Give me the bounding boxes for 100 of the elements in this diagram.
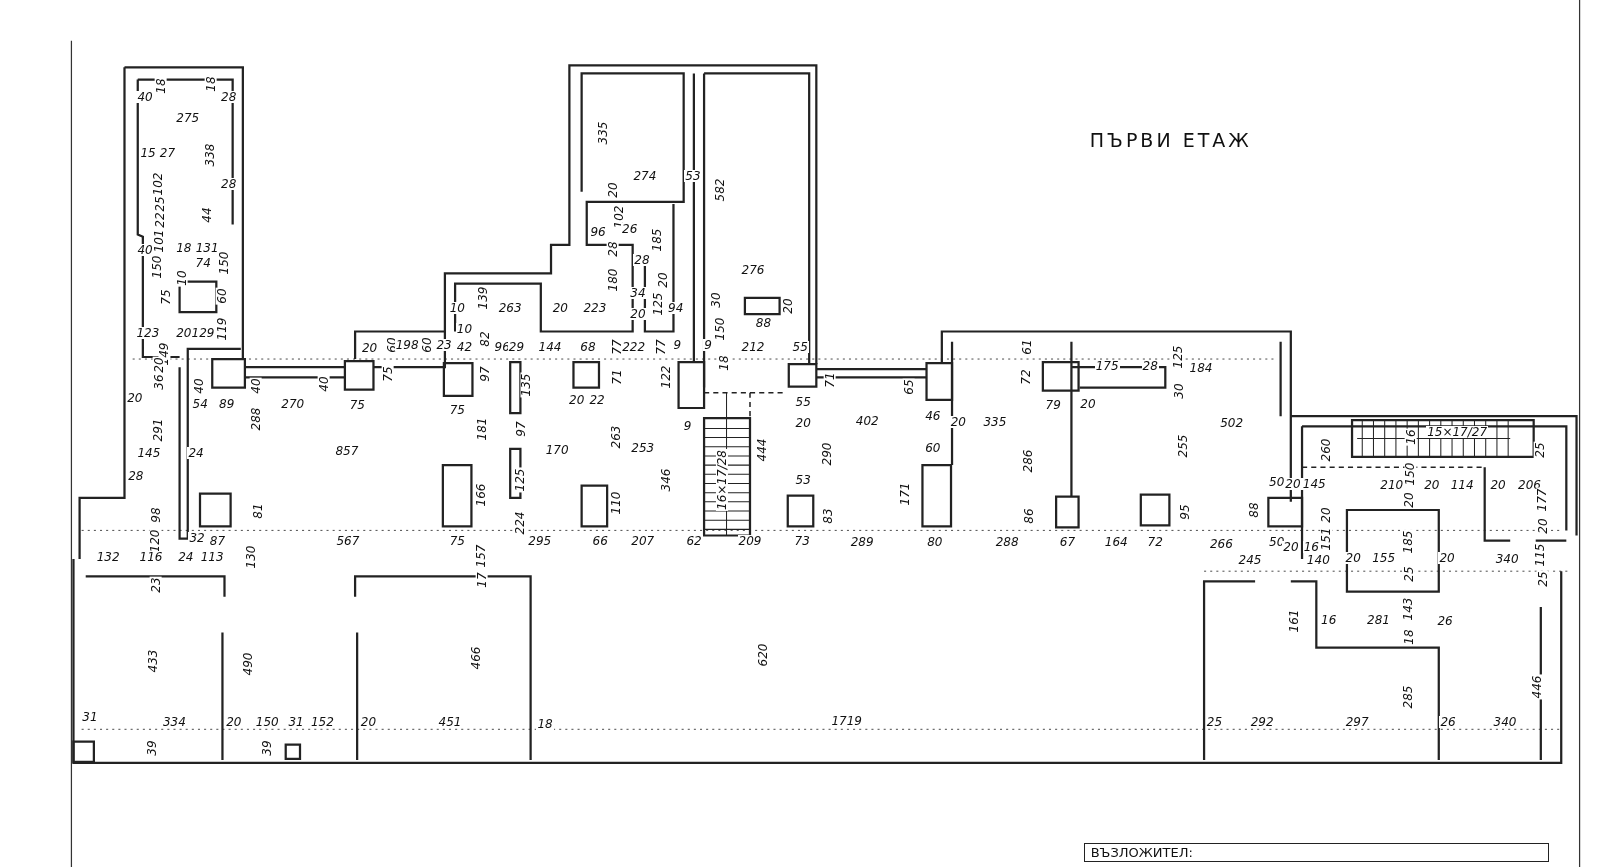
dimension-label: 54 (191, 398, 209, 411)
dimension-label: 60 (215, 287, 228, 305)
dimension-label: 46 (924, 410, 942, 423)
dimension-label: 20 (1423, 478, 1441, 491)
dimension-label: 334 (162, 716, 187, 729)
dimension-label: 20 (1489, 478, 1507, 491)
dimension-label: 185 (651, 227, 664, 253)
dimension-label: 20 (175, 326, 193, 339)
dimension-label: 444 (756, 437, 769, 463)
dimension-label: 40 (317, 375, 330, 393)
dimension-label: 274 (632, 169, 658, 182)
dimension-label: 16 (1404, 428, 1417, 446)
dimension-label: 18 (175, 241, 193, 254)
dimension-label: 18 (536, 718, 554, 731)
dimension-label: 263 (610, 424, 623, 450)
dimension-label: 20 (1438, 552, 1456, 565)
dimension-label: 275 (175, 112, 201, 125)
dimension-label: 9 (672, 338, 683, 351)
dimension-label: 24 (187, 447, 205, 460)
dimension-label: 132 (95, 551, 121, 564)
dimension-label: 25 (1205, 716, 1224, 729)
dimension-label: 20 (629, 308, 647, 321)
dimension-label: 53 (684, 169, 702, 182)
dimension-label: 44 (200, 206, 213, 224)
dimension-label: 96 (589, 225, 607, 238)
dimension-label: 157 (475, 543, 488, 569)
dimension-label: 340 (1494, 553, 1520, 566)
dimension-label: 119 (216, 316, 229, 341)
floor-title: ПЪРВИ ЕТАЖ (1089, 128, 1252, 151)
dimension-label: 28 (220, 90, 238, 103)
dimension-label: 16×17/28 (716, 448, 729, 511)
dimension-label: 502 (1219, 417, 1245, 430)
dimension-label: 75 (448, 404, 466, 417)
dimension-label: 292 (1249, 716, 1275, 729)
dimension-label: 20 (949, 416, 967, 429)
dimension-label: 152 (309, 716, 335, 729)
dimension-label: 88 (754, 317, 773, 330)
dimension-label: 97 (478, 365, 491, 384)
dimension-label: 20 (551, 302, 569, 315)
dimension-label: 20 (1344, 552, 1362, 565)
dimension-label: 212 (740, 340, 766, 353)
dimension-label: 9 (703, 338, 713, 351)
dimension-label: 290 (821, 441, 834, 467)
dimension-label: 131 (194, 241, 220, 254)
dimension-label: 207 (630, 534, 656, 547)
dimension-label: 22 (153, 211, 166, 230)
dimension-label: 433 (147, 648, 159, 674)
dimension-label: 27 (158, 147, 177, 160)
dimension-label: 79 (1044, 399, 1062, 412)
dimension-label: 18 (154, 77, 167, 95)
dimension-label: 30 (1172, 382, 1185, 400)
dimension-label: 20 (126, 391, 144, 404)
dimension-label: 28 (633, 254, 651, 267)
dimension-label: 24 (177, 551, 195, 564)
dimension-label: 101 (153, 228, 166, 254)
dimension-label: 130 (244, 544, 257, 570)
dimension-label: 198 (394, 338, 420, 351)
dimension-label: 20 (225, 716, 243, 729)
title-block: ВЪЗЛОЖИТЕЛ: (1083, 842, 1549, 862)
dimension-label: 116 (138, 551, 164, 564)
dimension-label: 286 (1022, 448, 1035, 474)
dimension-label: 29 (507, 340, 526, 353)
dimension-label: 75 (381, 365, 394, 384)
dimension-label: 466 (470, 645, 483, 671)
dimension-label: 260 (1320, 437, 1333, 463)
dimension-label: 567 (335, 534, 361, 547)
dimension-label: 31 (287, 716, 305, 729)
dimension-label: 177 (1536, 487, 1549, 513)
dimension-label: 402 (854, 415, 880, 428)
dimension-label: 89 (218, 398, 236, 411)
dimension-label: 77 (654, 338, 667, 356)
dimension-label: 181 (476, 416, 489, 441)
dimension-label: 161 (1288, 608, 1301, 634)
dimension-label: 20 (1319, 506, 1332, 524)
dimension-label: 31 (81, 711, 99, 724)
dimension-label: 20 (1537, 516, 1549, 535)
dimension-label: 10 (448, 302, 466, 315)
dimension-label: 61 (1020, 338, 1033, 356)
dimension-label: 125 (1172, 344, 1185, 370)
dimension-label: 115 (1534, 542, 1547, 568)
dimension-label: 17 (475, 570, 488, 589)
dimension-label: 338 (204, 142, 217, 168)
dimension-label: 28 (127, 469, 145, 482)
dimension-label: 140 (1305, 554, 1331, 567)
dimension-label: 80 (926, 535, 944, 548)
dimension-label: 1719 (830, 715, 863, 728)
dimension-label: 28 (606, 240, 619, 258)
dimension-label: 20 (794, 417, 812, 430)
dimension-label: 180 (607, 267, 620, 293)
dimension-label: 171 (899, 481, 912, 507)
dimension-label: 42 (455, 340, 474, 353)
dimension-label: 26 (1436, 615, 1454, 628)
dimension-label: 451 (437, 716, 463, 729)
dimension-label: 288 (994, 535, 1020, 548)
dimension-label: 185 (1402, 529, 1415, 555)
dimension-label: 20 (568, 394, 586, 406)
dimension-label: 28 (1141, 360, 1159, 373)
dimension-label: 72 (1146, 535, 1164, 548)
dimension-label: 55 (791, 340, 809, 353)
dimension-label: 223 (582, 302, 608, 315)
